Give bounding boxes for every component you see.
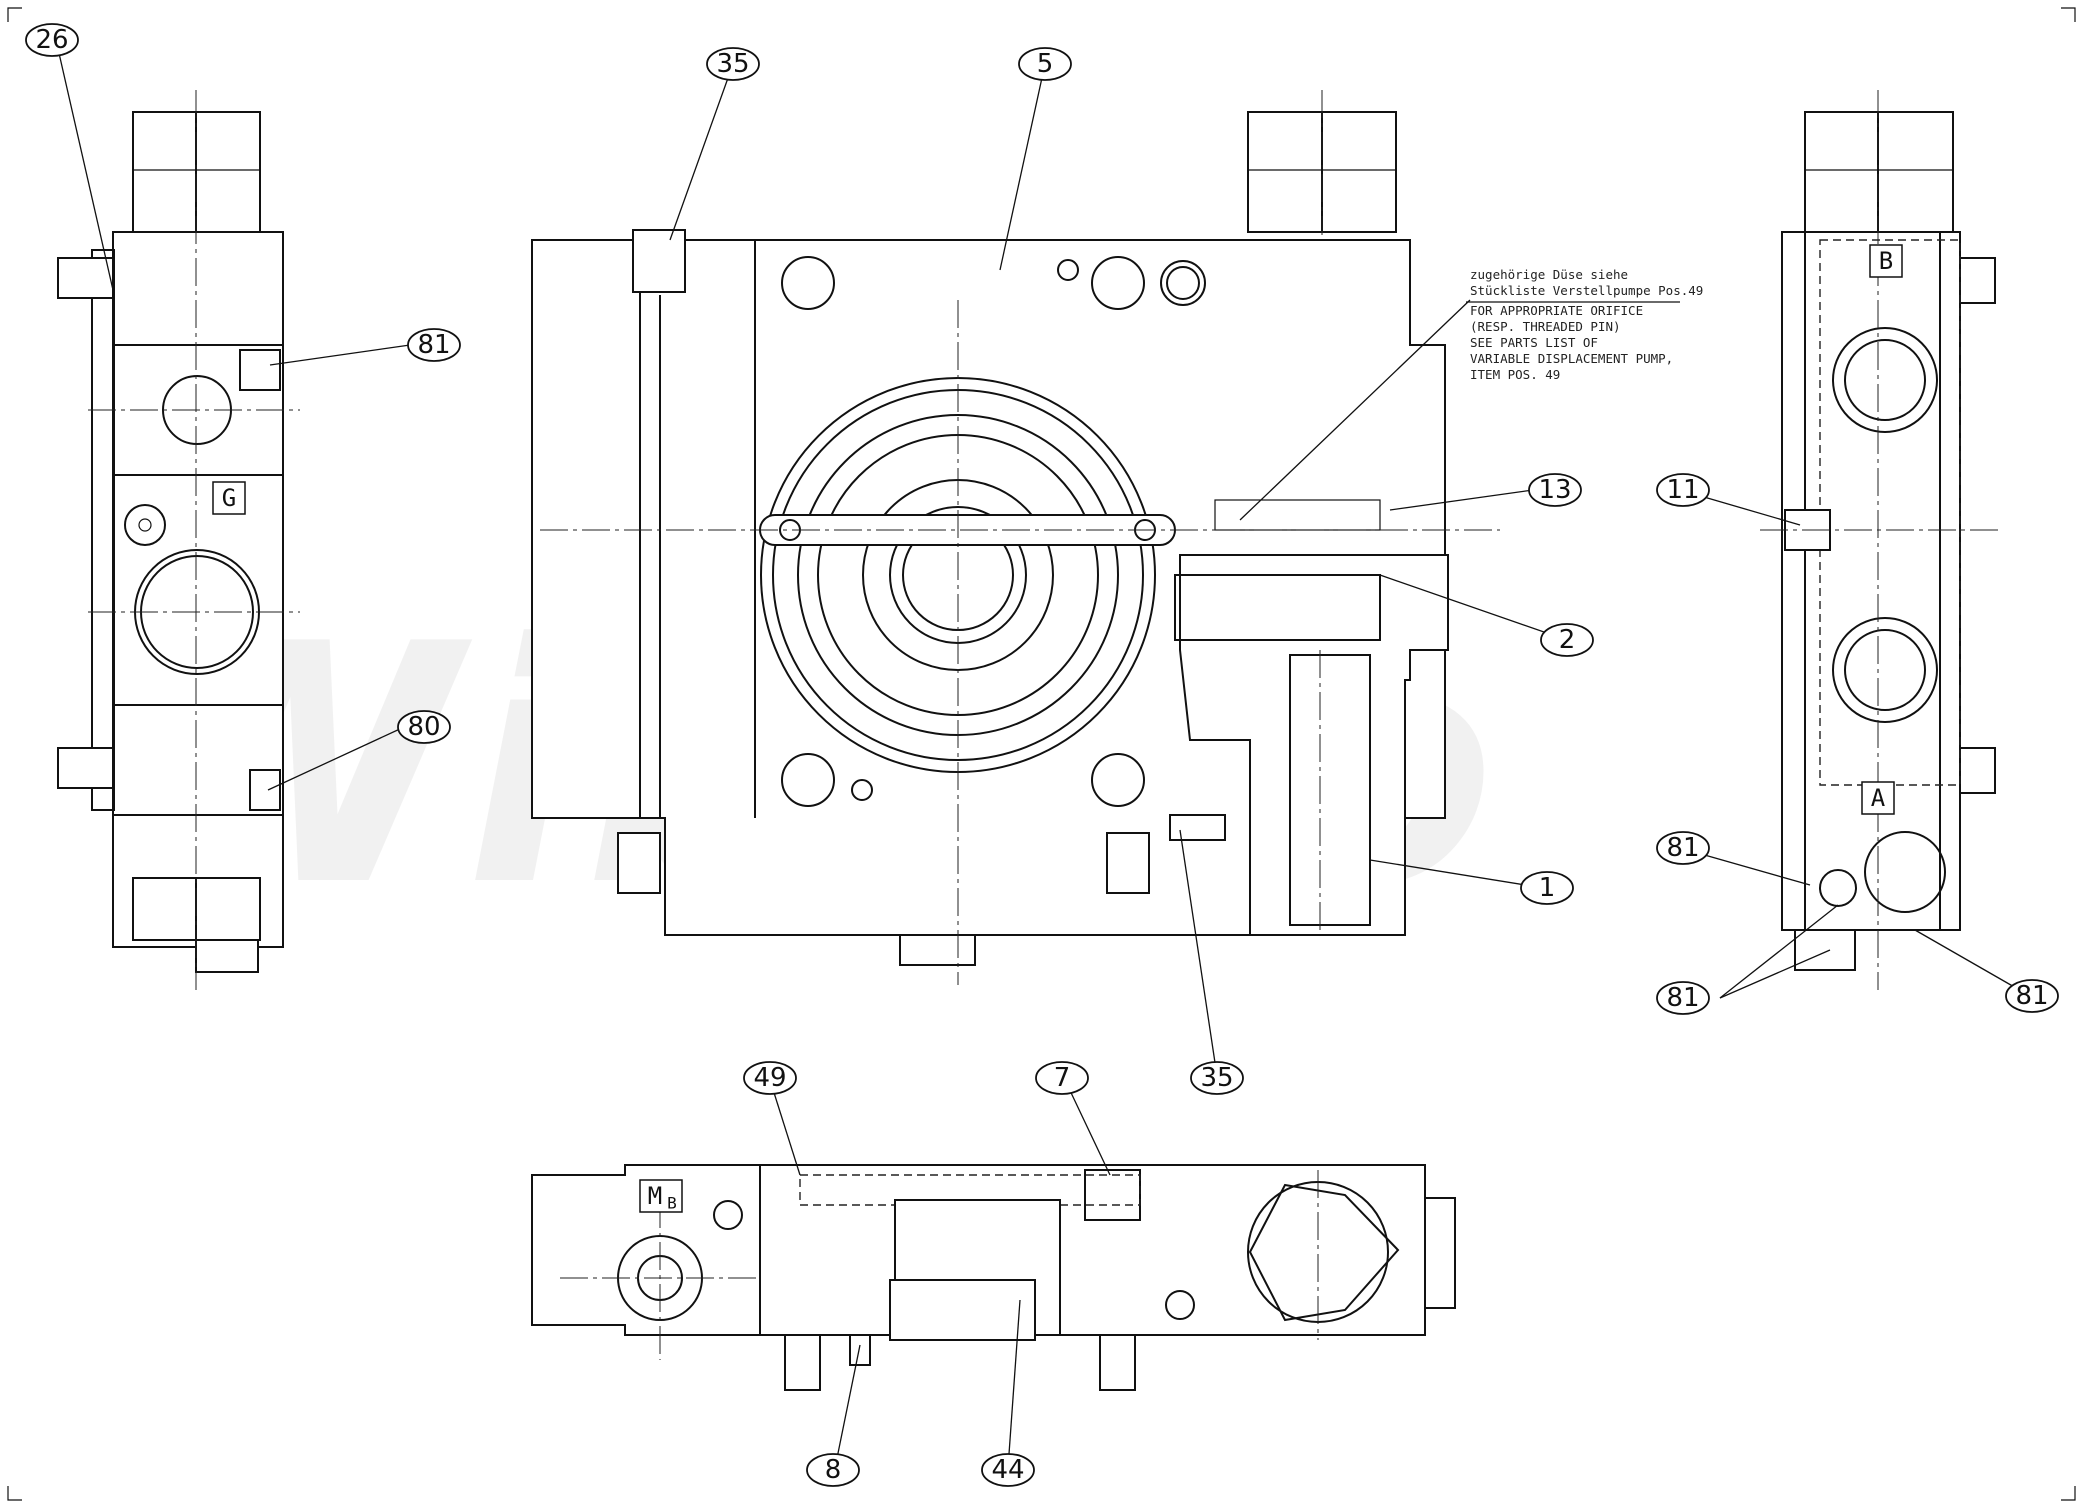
note-line-3: FOR APPROPRIATE ORIFICE xyxy=(1470,303,1643,318)
callout-26: 26 xyxy=(25,23,79,57)
svg-text:26: 26 xyxy=(35,25,68,55)
svg-text:2: 2 xyxy=(1559,625,1576,655)
note-line-4: (RESP. THREADED PIN) xyxy=(1470,319,1621,334)
left-side-view: G xyxy=(57,90,300,990)
svg-text:8: 8 xyxy=(825,1455,842,1485)
svg-text:80: 80 xyxy=(407,712,440,742)
leader-lines xyxy=(55,39,2031,1469)
svg-text:1: 1 xyxy=(1539,873,1556,903)
callout-13: 13 xyxy=(1528,473,1582,507)
callout-7: 7 xyxy=(1035,1061,1089,1095)
port-label-g: G xyxy=(222,484,236,512)
note-line-1: zugehörige Düse siehe xyxy=(1470,267,1628,282)
svg-text:81: 81 xyxy=(417,330,450,360)
port-label-b: B xyxy=(1879,247,1893,275)
callout-81-right-upper: 81 xyxy=(1656,831,1710,865)
bottom-view: M B xyxy=(531,1164,1456,1391)
callout-8: 8 xyxy=(806,1453,860,1487)
svg-text:13: 13 xyxy=(1538,475,1571,505)
callout-49: 49 xyxy=(743,1061,797,1095)
port-label-mb-main: M xyxy=(648,1182,662,1210)
callout-2: 2 xyxy=(1540,623,1594,657)
port-label-mb-box xyxy=(639,1179,683,1213)
callout-35-top: 35 xyxy=(706,47,760,81)
svg-text:81: 81 xyxy=(2015,981,2048,1011)
callout-1: 1 xyxy=(1520,871,1574,905)
sheet-corner-marks xyxy=(7,7,2076,1501)
svg-text:49: 49 xyxy=(753,1063,786,1093)
svg-text:5: 5 xyxy=(1037,49,1054,79)
svg-text:44: 44 xyxy=(991,1455,1024,1485)
callout-11: 11 xyxy=(1656,473,1710,507)
callout-35-bottom: 35 xyxy=(1190,1061,1244,1095)
port-label-mb-sub: B xyxy=(667,1194,677,1213)
svg-text:11: 11 xyxy=(1666,475,1699,505)
port-label-b-box xyxy=(1869,244,1903,278)
note-line-2: Stückliste Verstellpumpe Pos.49 xyxy=(1470,283,1703,298)
svg-text:35: 35 xyxy=(1200,1063,1233,1093)
note-line-7: ITEM POS. 49 xyxy=(1470,367,1560,382)
note-line-6: VARIABLE DISPLACEMENT PUMP, xyxy=(1470,351,1673,366)
port-label-g-box xyxy=(212,481,246,515)
port-label-a: A xyxy=(1871,784,1886,812)
callout-5: 5 xyxy=(1018,47,1072,81)
main-front-view xyxy=(531,90,1500,985)
callout-81-right-lower: 81 xyxy=(1656,981,1710,1015)
svg-text:35: 35 xyxy=(716,49,749,79)
svg-text:81: 81 xyxy=(1666,833,1699,863)
callout-81-left: 81 xyxy=(407,328,461,362)
svg-text:7: 7 xyxy=(1054,1063,1071,1093)
port-label-a-box xyxy=(1861,781,1895,815)
svg-text:81: 81 xyxy=(1666,983,1699,1013)
callout-80: 80 xyxy=(397,710,451,744)
note-line-5: SEE PARTS LIST OF xyxy=(1470,335,1598,350)
callout-44: 44 xyxy=(981,1453,1035,1487)
callout-81-far-right: 81 xyxy=(2005,979,2059,1013)
orifice-note: zugehörige Düse siehe Stückliste Verstel… xyxy=(1466,267,1703,382)
right-side-view: B A xyxy=(1760,90,2000,990)
